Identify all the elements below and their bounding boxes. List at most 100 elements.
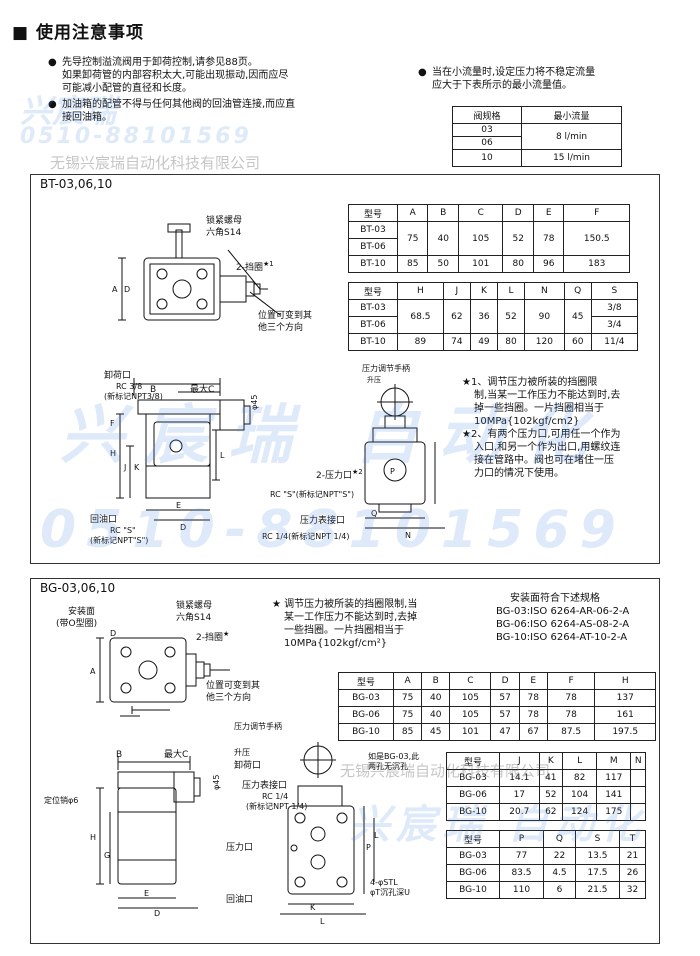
bg-unload-port-label: 卸荷口 (234, 761, 262, 771)
table-cell: 45 (421, 723, 451, 741)
bg-gauge-port-label: 压力表接口 (242, 781, 288, 791)
note-line: 某一工作压力不能达到时,去掉 (284, 612, 418, 623)
table-cell (630, 786, 646, 804)
table-cell: 68.5 (397, 299, 444, 334)
bg-pressure-port-label: 压力口 (226, 843, 254, 853)
label-text: 安装面 (68, 607, 96, 617)
bt-position-label: 位置可变到其 他三个方向 (258, 310, 312, 334)
table-cell: 82 (561, 769, 598, 787)
table-header: M (596, 752, 632, 770)
label-text: RC 3/8 (116, 382, 143, 391)
bg-lock-nut-label: 锁紧螺母 六角S14 (176, 600, 212, 624)
table-cell: 52 (538, 786, 564, 804)
bt-notes: ★1、调节压力被所装的挡圈限 制,当某一工作压力不能达到时,去 掉一些挡圈。一片… (462, 376, 652, 480)
bullet-icon: ● (48, 99, 57, 110)
table-header: A (392, 672, 423, 690)
bt-stopper-label: 2-挡圈★1 (236, 258, 274, 274)
watermark-company: 无锡兴宸瑞自动化科技有限公司 (50, 154, 261, 172)
bullet-icon: ● (418, 67, 427, 78)
bt-section-frame (30, 174, 660, 564)
table-cell: BT-10 (348, 255, 398, 273)
table-cell: 41 (538, 769, 564, 787)
note-line: 接回油箱。 (62, 112, 112, 123)
table-header: D (490, 672, 520, 690)
table-cell: 06 (452, 136, 522, 150)
label-text: 六角S14 (206, 228, 242, 238)
table-cell: BT-03 (348, 299, 398, 317)
table-cell: BT-03 (348, 221, 398, 239)
label-text: 2-压力口 (316, 471, 352, 481)
table-cell: 40 (427, 221, 459, 256)
bg-front-view-drawing: H G E D (90, 748, 224, 918)
bg-mounting-face-drawing: P L K L (270, 738, 379, 926)
table-cell: 8 l/min (521, 123, 622, 150)
note-item: ● 加油箱的配管不得与任何其他阀的回油管连接,而应直 接回油箱。 (48, 98, 388, 124)
bg-stopper-label: 2-挡圈★ (196, 628, 229, 644)
table-header: B (427, 204, 459, 222)
note-line: ★ 调节压力被所装的挡圈限制,当 (272, 599, 418, 610)
label-text: 六角S14 (176, 613, 212, 623)
svg-text:K: K (134, 463, 140, 472)
svg-text:E: E (144, 889, 149, 898)
table-header: 型号 (348, 282, 398, 300)
svg-text:D: D (124, 285, 130, 294)
bt-knob-label: 压力调节手柄 (362, 364, 410, 373)
table-cell: 120 (524, 333, 565, 351)
label-text: ★ (222, 630, 230, 638)
table-header: J (442, 282, 471, 300)
table-header: D (502, 204, 534, 222)
svg-text:升压: 升压 (367, 375, 381, 384)
watermark-phone: 0510-88101569 (20, 124, 252, 149)
table-cell: 80 (502, 255, 534, 273)
table-cell: 78 (518, 706, 548, 724)
min-flow-table: 阀规格 最小流量 03 8 l/min 06 10 15 l/min (452, 106, 622, 167)
table-header: N (630, 752, 646, 770)
table-cell: 90 (524, 299, 565, 334)
svg-text:H: H (90, 833, 96, 842)
label-text: (带O型圈) (56, 619, 98, 629)
table-cell: 13.5 (574, 847, 620, 865)
table-cell: 67 (518, 723, 548, 741)
table-cell: 10 (452, 149, 522, 167)
svg-text:A: A (90, 667, 96, 676)
table-header: 型号 (338, 672, 394, 690)
table-cell: 175 (596, 803, 632, 821)
table-cell: 85 (392, 723, 423, 741)
table-cell: 137 (594, 689, 656, 707)
mount-spec-line: BG-06:ISO 6264-AS-08-2-A (496, 619, 630, 630)
table-cell: 03 (452, 123, 522, 137)
table-header: Q (563, 282, 592, 300)
table-cell: 78 (546, 706, 596, 724)
bt-rc-s-label: RC "S"(新标记NPT"S") (270, 490, 355, 499)
label-text: 卸荷口 (104, 371, 132, 381)
table-cell: 4.5 (542, 864, 576, 882)
table-header: Q (542, 830, 576, 848)
bt-pressure-port-label: 2-压力口★2 (316, 466, 363, 482)
label-text: ★1 (262, 260, 274, 268)
table-cell: 49 (469, 333, 498, 351)
label-text: 他三个方向 (206, 693, 252, 703)
label-text: RC "S" (110, 526, 136, 535)
bg-gauge-thread-label: RC 1/4 (新标记NPT 1/4) (246, 792, 307, 812)
table-cell: 22 (542, 847, 576, 865)
table-cell: 21.5 (574, 881, 620, 899)
svg-text:Q: Q (371, 509, 377, 518)
table-cell: 6 (542, 881, 576, 899)
table-cell: 11/4 (590, 333, 639, 351)
table-header: S (590, 282, 639, 300)
bt-side-view-drawing: P 升压 Q N (345, 375, 455, 540)
bg-return-port-label: 回油口 (226, 895, 254, 905)
table-cell: BT-06 (348, 238, 398, 256)
mount-spec-line: BG-10:ISO 6264-AT-10-2-A (496, 632, 628, 643)
bg-dim-b: B (116, 750, 123, 760)
note-line: 加油箱的配管不得与任何其他阀的回油管连接,而应直 (62, 99, 296, 110)
table-cell: 105 (449, 689, 492, 707)
table-cell: 141 (596, 786, 632, 804)
note-line: 可能减小配管的直径和长度。 (62, 83, 192, 94)
bt-max-c-label: 最大C (190, 385, 215, 395)
table-cell: 26 (618, 864, 647, 882)
bg-top-view-drawing: A D (90, 629, 240, 730)
table-cell: BG-10 (446, 803, 500, 821)
mount-spec-title: 安装面符合下述规格 (510, 593, 600, 604)
flow-note: ● 当在小流量时,设定压力将不稳定流量 应大于下表所示的最小流量值。 (418, 66, 662, 92)
